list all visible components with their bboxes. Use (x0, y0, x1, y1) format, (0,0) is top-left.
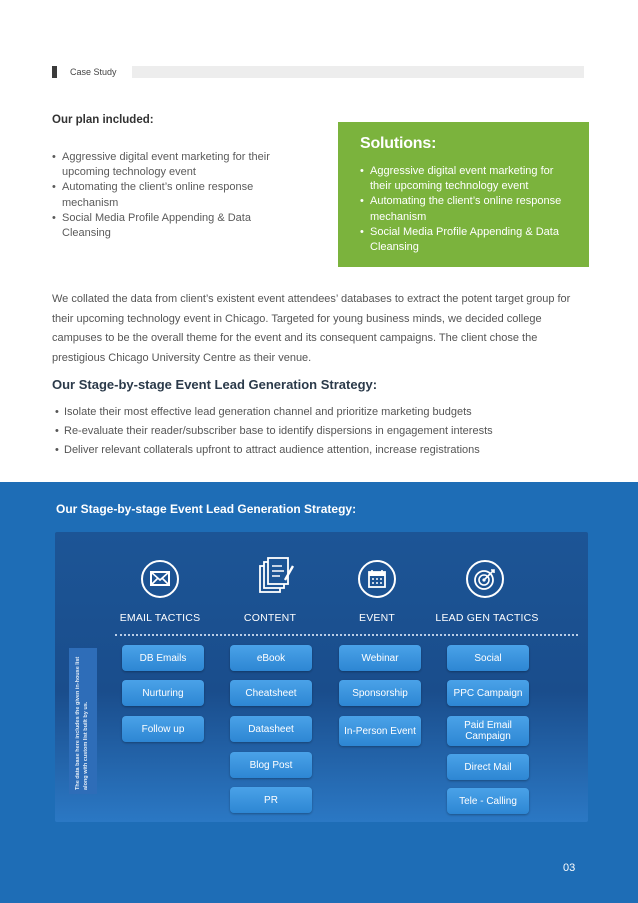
body-paragraph: We collated the data from client’s exist… (52, 293, 571, 364)
event-pill: Webinar (339, 645, 421, 671)
strategy-item: Re-evaluate their reader/subscriber base… (55, 422, 595, 441)
dotted-divider (115, 634, 578, 636)
strategy-item: Deliver relevant collaterals upfront to … (55, 441, 595, 460)
strategy-diagram: EMAIL TACTICS CONTENT EVENT LEAD GEN TAC… (55, 532, 588, 822)
vertical-note: The data base here includes the given in… (75, 656, 89, 790)
plan-item: Aggressive digital event marketing for t… (52, 150, 302, 180)
plan-item: Social Media Profile Appending & Data Cl… (52, 211, 302, 241)
tactic-pill: Nurturing (122, 680, 204, 706)
strategy-title: Our Stage-by-stage Event Lead Generation… (52, 377, 378, 392)
content-pill: Cheatsheet (230, 680, 312, 706)
content-pill: eBook (230, 645, 312, 671)
header-marker (52, 66, 57, 78)
header-bar (132, 66, 584, 78)
solutions-item: Social Media Profile Appending & Data Cl… (360, 225, 577, 255)
documents-icon (256, 556, 295, 594)
solutions-box: Solutions: Aggressive digital event mark… (338, 122, 589, 267)
target-icon (466, 560, 504, 598)
content-pill: Datasheet (230, 716, 312, 742)
solutions-item: Automating the client’s online response … (360, 194, 577, 224)
leadgen-pill: PPC Campaign (447, 680, 529, 706)
leadgen-pill: Direct Mail (447, 754, 529, 780)
strategy-list: Isolate their most effective lead genera… (55, 403, 595, 460)
vertical-note-box (69, 648, 97, 794)
strategy-item: Isolate their most effective lead genera… (55, 403, 595, 422)
event-pill: Sponsorship (339, 680, 421, 706)
envelope-icon (141, 560, 179, 598)
leadgen-pill: Paid Email Campaign (447, 716, 529, 746)
plan-title: Our plan included: (52, 114, 154, 126)
column-label-event: EVENT (358, 612, 395, 624)
page-number: 03 (563, 862, 576, 874)
tactic-pill: DB Emails (122, 645, 204, 671)
column-label-email: EMAIL TACTICS (119, 612, 201, 624)
content-pill: PR (230, 787, 312, 813)
column-label-content: CONTENT (243, 612, 297, 624)
plan-item: Automating the client’s online response … (52, 180, 302, 210)
page-header: Case Study (52, 66, 584, 78)
blue-section-title: Our Stage-by-stage Event Lead Generation… (56, 502, 357, 516)
header-label: Case Study (70, 67, 117, 77)
leadgen-pill: Social (447, 645, 529, 671)
leadgen-pill: Tele - Calling (447, 788, 529, 814)
solutions-item: Aggressive digital event marketing for t… (360, 164, 577, 194)
calendar-icon (358, 560, 396, 598)
solutions-title: Solutions: (360, 135, 437, 152)
solutions-list: Aggressive digital event marketing for t… (360, 164, 577, 255)
event-pill: In-Person Event (339, 716, 421, 746)
column-label-leadgen: LEAD GEN TACTICS (435, 612, 539, 624)
tactic-pill: Follow up (122, 716, 204, 742)
content-pill: Blog Post (230, 752, 312, 778)
plan-list: Aggressive digital event marketing for t… (52, 150, 302, 241)
